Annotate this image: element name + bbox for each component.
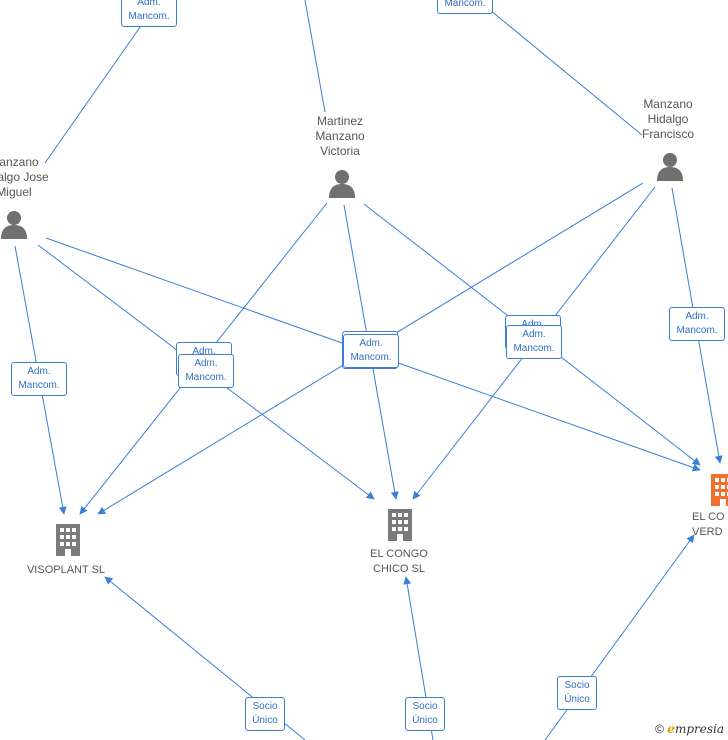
role-badge: Socio Único xyxy=(557,676,597,710)
role-badge: Adm. Mancom. xyxy=(669,307,725,341)
role-badge: Mancom. xyxy=(437,0,493,14)
edge xyxy=(489,9,643,136)
brand-logo-e: e xyxy=(667,722,675,736)
company-label-el-congo-chico[interactable]: EL CONGO CHICO SL xyxy=(370,548,428,575)
brand-watermark: © empresia xyxy=(655,722,724,736)
person-icon[interactable] xyxy=(655,151,685,181)
edge xyxy=(304,0,326,113)
role-badge: Socio Único xyxy=(245,697,285,731)
person-label-victoria: Martinez Manzano Victoria xyxy=(315,114,365,158)
edge xyxy=(44,19,146,164)
role-badge: Adm. Mancom. xyxy=(506,325,562,359)
company-label-el-congo-verde[interactable]: EL CO VERD xyxy=(692,511,725,538)
role-badge: Adm. Mancom. xyxy=(178,354,234,388)
person-label-francisco: Manzano Hidalgo Francisco xyxy=(641,97,694,141)
role-badge: Adm. Mancom. xyxy=(11,362,67,396)
person-icon[interactable] xyxy=(0,209,29,239)
person-icon[interactable] xyxy=(327,168,357,198)
company-label-visoplant[interactable]: VISOPLANT SL xyxy=(26,564,106,576)
role-badge: Adm. Mancom. xyxy=(343,334,399,368)
person-label-jose-miguel: Manzano Hidalgo Jose Miguel xyxy=(0,155,49,199)
building-icon[interactable] xyxy=(708,472,728,506)
role-badge: Socio Único xyxy=(405,697,445,731)
copyright-icon: © xyxy=(655,722,664,736)
brand-logo-text: mpresia xyxy=(674,722,724,736)
building-icon[interactable] xyxy=(385,507,415,541)
role-badge: Adm. Mancom. xyxy=(121,0,177,27)
building-icon[interactable] xyxy=(53,522,83,556)
